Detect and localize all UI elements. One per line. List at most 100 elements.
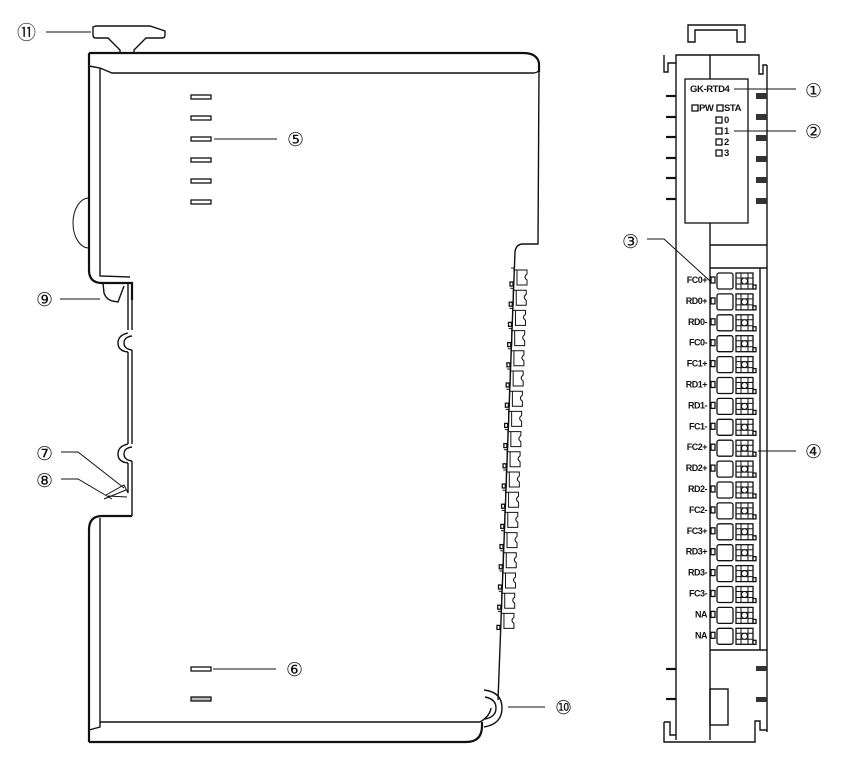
terminal-release-button[interactable] — [716, 544, 734, 562]
side-terminal-tooth — [507, 307, 526, 328]
terminal-release-button[interactable] — [716, 460, 734, 478]
terminal-release-button[interactable] — [716, 439, 734, 457]
callout-1: ① — [805, 80, 822, 102]
callouts: ⑪ ⑤ ⑨ ⑦ ⑧ ⑥ ⑩ ① ② ③ ④ — [17, 22, 822, 719]
side-terminal-tooth — [508, 287, 527, 307]
terminal-pin — [710, 568, 716, 577]
terminal-release-button[interactable] — [716, 355, 734, 374]
terminal-label: FC1- — [689, 421, 708, 431]
terminal-pin — [710, 401, 716, 410]
terminal-pin — [710, 527, 716, 535]
terminal-pin — [710, 276, 716, 284]
terminal-release-button[interactable] — [716, 564, 734, 583]
side-terminal-tooth — [497, 590, 516, 610]
terminal-label: FC0- — [689, 338, 708, 348]
terminal-row: FC3- — [689, 585, 757, 604]
terminal-release-button[interactable] — [716, 523, 734, 541]
callout-10: ⑩ — [555, 697, 572, 719]
terminal-label: RD3+ — [686, 547, 708, 557]
terminal-release-button[interactable] — [716, 627, 734, 645]
side-view — [72, 25, 541, 744]
terminal-release-button[interactable] — [716, 585, 734, 604]
ch2-label: 2 — [724, 137, 729, 148]
terminal-row: FC1+ — [687, 355, 757, 374]
side-terminal-tooth — [503, 408, 523, 429]
callout-5: ⑤ — [287, 129, 304, 151]
terminal-row: FC2+ — [687, 439, 757, 457]
terminal-release-button[interactable] — [716, 335, 734, 353]
terminal-label: FC0+ — [687, 275, 708, 285]
terminal-label: FC3+ — [687, 526, 708, 536]
terminal-label: NA — [695, 630, 708, 640]
terminal-row: RD1- — [688, 397, 757, 416]
terminal-pin — [710, 631, 716, 639]
terminal-label: RD2- — [688, 484, 708, 494]
terminal-pin — [710, 589, 716, 598]
terminal-row: FC0+ — [687, 272, 757, 290]
terminal-label: RD2+ — [686, 463, 708, 473]
side-terminal-tooth — [509, 267, 528, 287]
side-terminal-tooth — [505, 368, 524, 388]
terminal-block: FC0+ RD0+ RD0- FC0- FC1+ RD1+ RD1- FC1- FC2+ RD2+… — [686, 272, 757, 645]
terminal-pin — [710, 548, 716, 556]
terminal-row: NA — [695, 606, 757, 625]
side-terminal-tooth — [496, 610, 515, 631]
terminal-release-button[interactable] — [716, 376, 734, 395]
terminal-pin — [710, 297, 716, 305]
terminal-pin — [710, 485, 716, 493]
callout-9: ⑨ — [36, 289, 53, 311]
terminal-row: RD2+ — [686, 460, 757, 478]
terminal-release-button[interactable] — [716, 502, 734, 520]
callout-8: ⑧ — [36, 470, 53, 492]
terminal-pin — [710, 422, 716, 430]
callout-4: ④ — [805, 441, 822, 463]
led-slots-bottom — [190, 666, 212, 702]
terminal-pin — [710, 359, 716, 368]
sta-label: STA — [724, 103, 742, 114]
terminal-row: FC2- — [689, 502, 757, 520]
top-latch — [92, 25, 166, 54]
terminal-release-button[interactable] — [716, 272, 734, 290]
led-slots-top — [190, 94, 212, 205]
terminal-pin — [710, 610, 716, 619]
terminal-pin — [710, 443, 716, 451]
side-terminal-tooth — [500, 489, 520, 509]
terminal-row: RD2- — [688, 481, 757, 499]
side-terminal-tooth — [498, 550, 517, 570]
side-terminal-tooth — [507, 328, 526, 348]
terminal-label: FC2- — [689, 505, 708, 515]
terminal-row: RD3- — [688, 564, 757, 583]
terminal-row: RD1+ — [686, 376, 757, 395]
terminal-label: NA — [695, 609, 708, 619]
terminal-row: NA — [695, 627, 757, 645]
terminal-release-button[interactable] — [716, 397, 734, 416]
terminal-pin — [710, 339, 716, 347]
housing-outline — [72, 51, 541, 744]
terminal-release-button[interactable] — [716, 418, 734, 436]
terminal-row: RD0+ — [686, 293, 757, 311]
callout-3: ③ — [622, 231, 639, 253]
terminal-label: RD0- — [688, 317, 708, 327]
callout-7: ⑦ — [36, 443, 53, 465]
side-terminal-tooth — [504, 388, 523, 408]
terminal-release-button[interactable] — [716, 606, 734, 625]
terminal-row: FC0- — [689, 335, 757, 353]
side-terminal-tooth — [500, 509, 519, 530]
terminal-label: FC1+ — [687, 359, 708, 369]
side-terminal-teeth — [496, 267, 528, 631]
side-terminal-tooth — [503, 429, 522, 449]
ch0-label: 0 — [724, 115, 729, 126]
terminal-pin — [710, 464, 716, 472]
terminal-pin — [710, 318, 716, 326]
terminal-label: RD1+ — [686, 380, 708, 390]
side-terminal-tooth — [506, 348, 525, 368]
callout-2: ② — [805, 121, 822, 143]
terminal-row: FC3+ — [687, 523, 757, 541]
front-right-ribs — [756, 93, 767, 702]
terminal-release-button[interactable] — [716, 314, 734, 332]
terminal-label: FC3- — [689, 589, 708, 599]
terminal-release-button[interactable] — [716, 293, 734, 311]
terminal-label: FC2+ — [687, 442, 708, 452]
terminal-release-button[interactable] — [716, 481, 734, 499]
terminal-label: RD3- — [688, 568, 708, 578]
